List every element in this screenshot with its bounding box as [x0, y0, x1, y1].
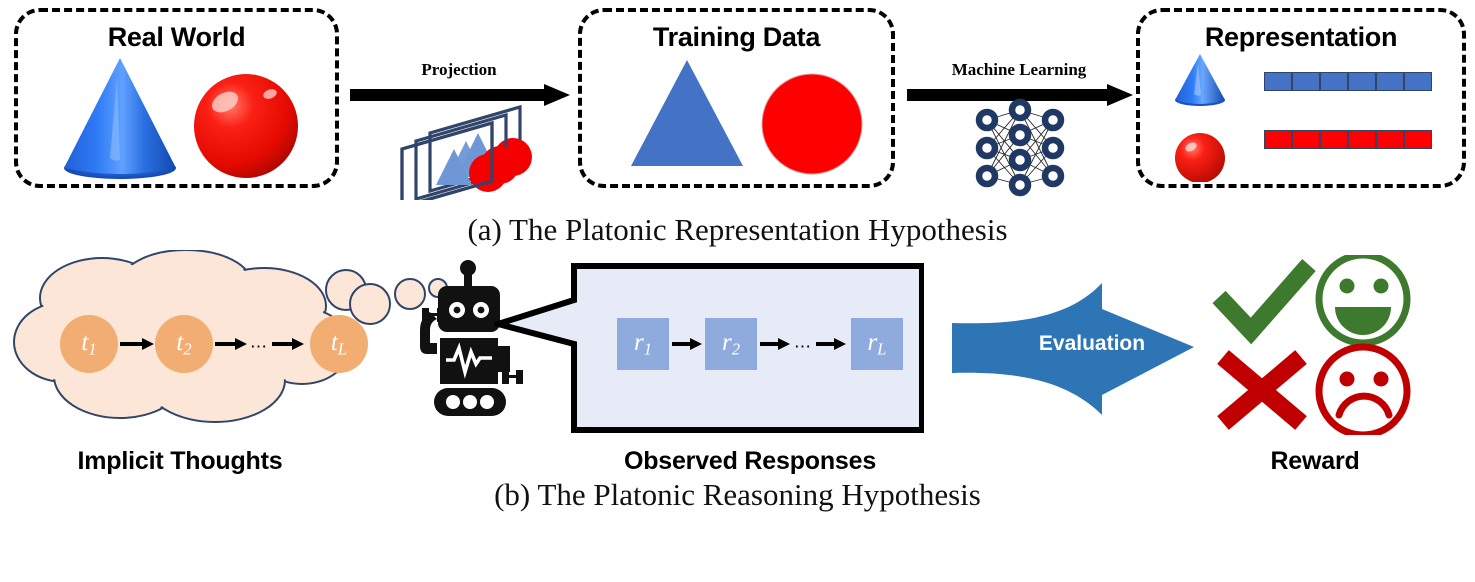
red-circle: [761, 73, 863, 175]
representation-vector-red: [1264, 130, 1432, 149]
thought-token-1: t1: [60, 315, 118, 373]
thought-token-1-label: t1: [81, 328, 97, 359]
representation-title: Representation: [1204, 22, 1398, 52]
panel-a-platonic-representation: Real World: [0, 0, 1475, 205]
response-token-2-label: r2: [722, 328, 740, 359]
response-token-2: r2: [705, 318, 757, 370]
evaluation-label: Evaluation: [1038, 332, 1146, 355]
caption-panel-a: (a) The Platonic Representation Hypothes…: [467, 212, 1008, 247]
repr-sphere: [1175, 133, 1225, 182]
thought-ellipsis: ⋯: [250, 337, 268, 356]
thought-trail-bubbles-icon: [349, 278, 448, 325]
panel-b-platonic-reasoning: t1 t2 ⋯ tL Implicit Thoughts: [0, 250, 1475, 480]
real-world-title: Real World: [107, 22, 246, 52]
real-world-box: Real World: [14, 8, 339, 188]
neural-network-icon: [975, 98, 1065, 197]
cross-icon: [1217, 350, 1307, 430]
representation-objects: [1175, 54, 1225, 182]
machine-learning-arrow-group: Machine Learning: [905, 60, 1133, 106]
response-arrow-3: [816, 338, 846, 350]
thought-arrow-1: [120, 338, 154, 350]
thought-token-2-label: t2: [176, 328, 192, 359]
cone-body: [64, 58, 176, 174]
representation-box: Representation: [1136, 8, 1466, 188]
thought-token-L: tL: [310, 315, 368, 373]
training-data-objects: [631, 60, 863, 175]
projection-arrow-group: Projection: [348, 60, 570, 106]
smiley-face-icon: [1315, 255, 1411, 347]
projection-label: Projection: [421, 60, 497, 79]
caption-panel-b: (b) The Platonic Reasoning Hypothesis: [494, 477, 981, 512]
response-token-L: rL: [851, 318, 903, 370]
response-arrow-1: [672, 338, 702, 350]
implicit-thoughts-label: Implicit Thoughts: [77, 447, 283, 475]
blue-triangle: [631, 60, 743, 166]
training-data-box: Training Data: [578, 8, 895, 188]
machine-learning-label: Machine Learning: [951, 60, 1087, 79]
thought-arrow-3: [272, 338, 304, 350]
response-token-L-label: rL: [867, 328, 887, 359]
observed-responses-label: Observed Responses: [623, 447, 877, 475]
projection-planes-icon: [400, 104, 532, 200]
sphere-body: [194, 74, 298, 178]
response-ellipsis: ⋯: [794, 337, 812, 356]
frown-face-icon: [1315, 343, 1411, 435]
reward-label: Reward: [1270, 447, 1360, 475]
repr-cone: [1175, 54, 1225, 104]
representation-vector-blue: [1264, 72, 1432, 91]
thought-arrow-2: [215, 338, 247, 350]
check-icon: [1212, 259, 1316, 345]
robot-icon: [420, 260, 523, 416]
thought-token-2: t2: [155, 315, 213, 373]
training-data-title: Training Data: [652, 22, 821, 52]
thought-token-L-label: tL: [330, 328, 348, 359]
real-world-objects: [64, 58, 298, 179]
projection-arrow-icon: [350, 84, 570, 106]
response-arrow-2: [760, 338, 790, 350]
evaluation-arrow-icon: [952, 283, 1194, 415]
response-token-1: r1: [617, 318, 669, 370]
machine-learning-arrow-icon: [907, 84, 1133, 106]
reward-icons: [1212, 255, 1411, 435]
response-token-1-label: r1: [634, 328, 652, 359]
